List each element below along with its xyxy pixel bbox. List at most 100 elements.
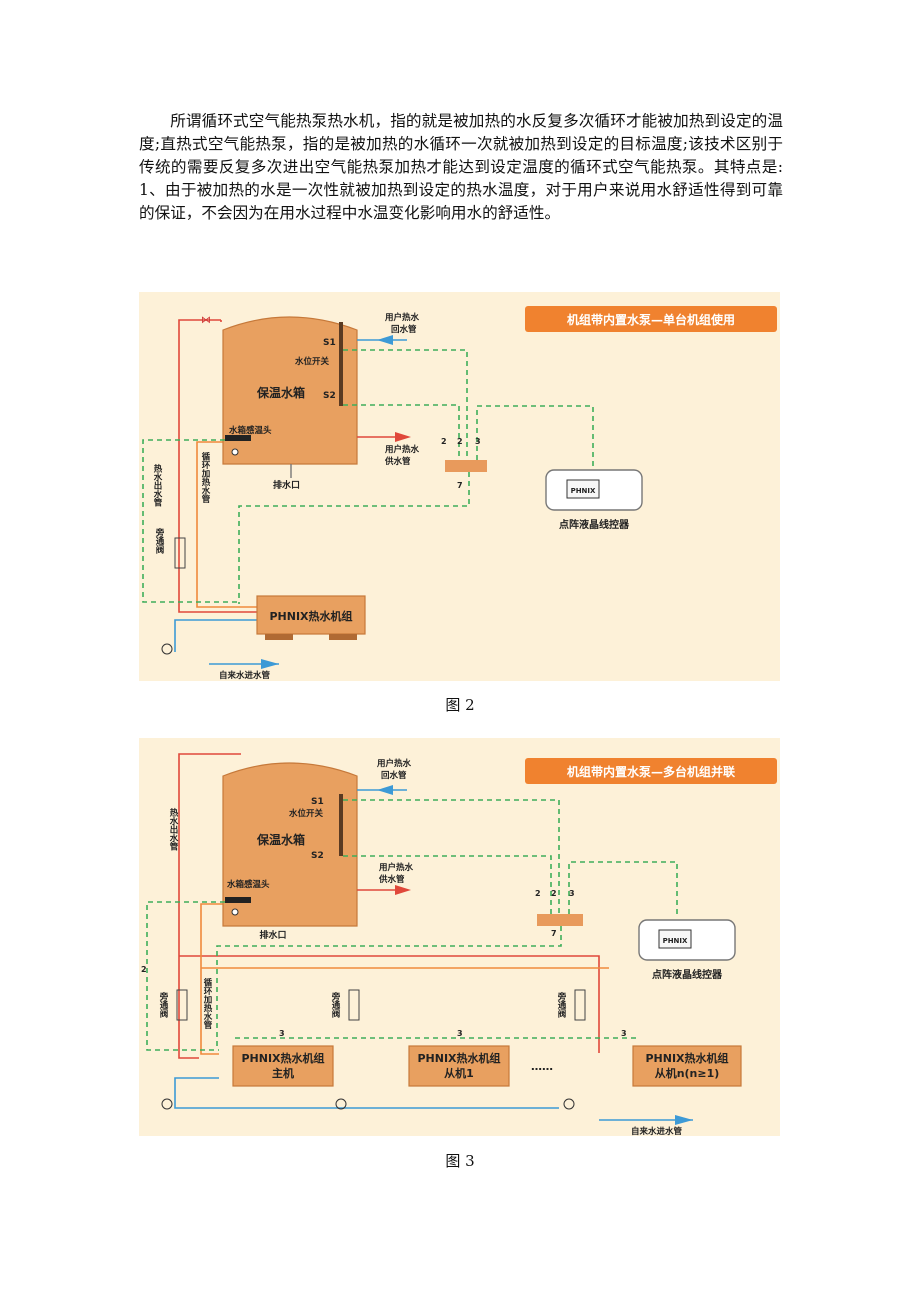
s1-label: S1 xyxy=(311,797,324,807)
controller-screen xyxy=(566,479,600,499)
controller-screen xyxy=(658,929,692,949)
figure-3-caption: 图 3 xyxy=(445,1152,475,1170)
heat-pump-unit-main xyxy=(232,1045,334,1087)
heat-pump-unit-slave1 xyxy=(408,1045,510,1087)
hot-out-label: 热水出水管 xyxy=(168,807,179,851)
wire-count: 2 xyxy=(457,437,463,446)
figure-3-diagram: 机组带内置水泵—多台机组并联 PHNIX xyxy=(139,738,780,1136)
hot-out-label: 热水出水管 xyxy=(152,463,163,507)
cold-pipe-left xyxy=(174,619,259,652)
circulation-pipe xyxy=(196,441,259,608)
drain-label: 排水口 xyxy=(273,479,300,491)
signal-s1 xyxy=(343,799,560,914)
unit-main-label-1: PHNIX热水机组 xyxy=(241,1051,324,1065)
figure-2-banner-text: 机组带内置水泵—单台机组使用 xyxy=(567,312,735,327)
wire-count: 2 xyxy=(441,437,447,446)
supply-label-1: 用户热水 xyxy=(378,862,414,873)
unit-slave1-label-2: 从机1 xyxy=(444,1066,474,1080)
supply-arrow-icon xyxy=(395,885,411,895)
circulation-pipe xyxy=(200,903,225,1055)
heat-pump-unit-slaven xyxy=(632,1045,742,1087)
s2-label: S2 xyxy=(311,851,324,861)
s1-label: S1 xyxy=(323,338,336,348)
wire-count: 2 xyxy=(535,889,541,898)
wire-count: 3 xyxy=(457,1029,463,1038)
return-arrow-icon xyxy=(377,335,393,345)
signal-unit xyxy=(216,926,562,1050)
circulation-label: 循环加热水管 xyxy=(202,977,213,1030)
unit-slave1-label-1: PHNIX热水机组 xyxy=(417,1051,500,1065)
tank-shape xyxy=(222,316,358,465)
user-return-label-2: 回水管 xyxy=(381,770,407,781)
inlet-label: 自来水进水管 xyxy=(631,1126,683,1136)
user-return-label-1: 用户热水 xyxy=(376,758,412,769)
wire-count: 2 xyxy=(141,965,147,974)
user-return-label-1: 用户热水 xyxy=(384,312,420,323)
sensor-probe-icon xyxy=(225,435,251,441)
sensor-point-icon xyxy=(231,448,239,456)
figure-2: 机组带内置水泵—单台机组使用 ⋈ PHNIX xyxy=(139,292,780,681)
unit-foot xyxy=(265,634,293,640)
wire-count: 3 xyxy=(569,889,575,898)
user-return-label-2: 回水管 xyxy=(391,324,417,335)
controller-label: 点阵液晶线控器 xyxy=(559,518,630,531)
bypass-valve-icon xyxy=(176,989,188,1021)
supply-label-2: 供水管 xyxy=(384,456,411,467)
figure-3-banner xyxy=(525,758,777,784)
unit-label: PHNIX热水机组 xyxy=(269,609,352,623)
bypass-label: 旁通阀 xyxy=(154,527,165,554)
drain-label: 排水口 xyxy=(259,929,286,941)
supply-arrow-icon xyxy=(395,432,411,442)
level-switch-label: 水位开关 xyxy=(288,808,324,819)
bypass-label: 旁通阀 xyxy=(556,991,567,1018)
figure-2-caption: 图 2 xyxy=(445,696,475,714)
bypass-label: 旁通阀 xyxy=(330,991,341,1018)
terminal-block xyxy=(445,460,487,472)
supply-label-2: 供水管 xyxy=(378,874,405,885)
controller-brand: PHNIX xyxy=(571,487,596,495)
level-switch-rod xyxy=(339,794,343,856)
wire-count: 3 xyxy=(475,437,481,446)
bypass-label: 旁通阀 xyxy=(158,991,169,1018)
signal-sensor xyxy=(142,439,237,603)
signal-controller xyxy=(476,405,594,468)
hot-water-header xyxy=(179,955,600,1053)
inlet-label: 自来水进水管 xyxy=(219,670,271,681)
tank-shape xyxy=(222,762,358,927)
sensor-probe-icon xyxy=(225,897,251,903)
figure-2-diagram: 机组带内置水泵—单台机组使用 ⋈ PHNIX xyxy=(139,292,780,681)
hot-water-out-pipe xyxy=(178,753,241,1059)
s2-label: S2 xyxy=(323,391,336,401)
heat-pump-unit xyxy=(256,595,366,635)
supply-label-1: 用户热水 xyxy=(384,444,420,455)
sensor-label: 水箱感温头 xyxy=(228,425,272,436)
figure-2-banner xyxy=(525,306,777,332)
signal-sensor xyxy=(146,901,225,1051)
ellipsis: …… xyxy=(531,1060,553,1073)
tank-label: 保温水箱 xyxy=(256,832,305,847)
controller-brand: PHNIX xyxy=(663,937,688,945)
gauge-icon xyxy=(335,1098,347,1110)
wire-count: 2 xyxy=(551,889,557,898)
signal-s2 xyxy=(343,855,552,914)
wire-count: 7 xyxy=(551,929,557,938)
signal-s2 xyxy=(343,404,460,460)
terminal-block xyxy=(537,914,583,926)
return-arrow-icon xyxy=(377,785,393,795)
gauge-icon xyxy=(161,643,173,655)
wire-count: 3 xyxy=(621,1029,627,1038)
tank-label: 保温水箱 xyxy=(256,385,305,400)
inlet-arrow-icon xyxy=(261,659,279,669)
figure-3-banner-text: 机组带内置水泵—多台机组并联 xyxy=(567,764,735,779)
circulation-label: 循环加热水管 xyxy=(200,451,211,504)
sensor-point-icon xyxy=(231,908,239,916)
unit-foot xyxy=(329,634,357,640)
unit-slaven-label-1: PHNIX热水机组 xyxy=(645,1051,728,1065)
gauge-icon xyxy=(161,1098,173,1110)
bypass-valve-icon xyxy=(348,989,360,1021)
hot-water-out-pipe xyxy=(178,319,259,613)
valve-icon: ⋈ xyxy=(201,315,211,326)
body-paragraph: 所谓循环式空气能热泵热水机，指的就是被加热的水反复多次循环才能被加热到设定的温度… xyxy=(139,112,783,222)
level-switch-rod xyxy=(339,322,343,406)
cold-header xyxy=(174,1077,559,1109)
